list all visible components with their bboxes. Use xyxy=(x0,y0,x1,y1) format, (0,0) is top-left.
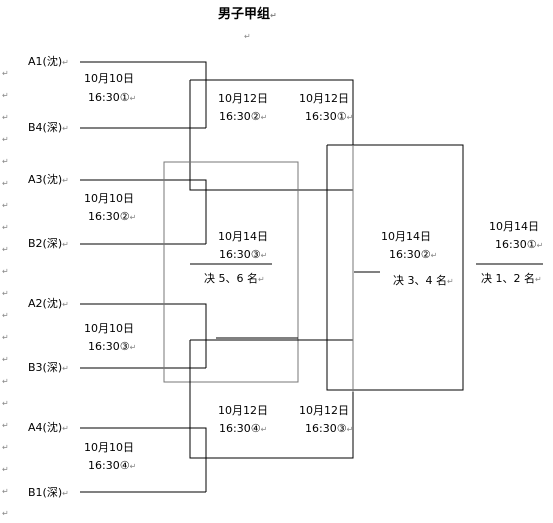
r1-m3-time: 16:30③↵ xyxy=(88,340,137,353)
r2-m2-time: 16:30①↵ xyxy=(305,110,354,123)
line-a2 xyxy=(80,303,207,368)
r1-m1-time: 16:30①↵ xyxy=(88,91,137,104)
r2-m4-date: 10月12日 xyxy=(299,404,349,417)
line-a4 xyxy=(80,427,207,492)
place56-label: 决 5、6 名↵ xyxy=(204,272,265,285)
team-a4: A4(沈)↵ xyxy=(28,421,69,434)
r1-m1-date: 10月10日 xyxy=(84,72,134,85)
team-a3: A3(沈)↵ xyxy=(28,173,69,186)
place34-label: 决 3、4 名↵ xyxy=(393,274,454,287)
final-time: 16:30①↵ xyxy=(495,238,544,251)
r2-bot-winners xyxy=(189,339,354,459)
team-b1: B1(深)↵ xyxy=(28,486,69,499)
team-a1: A1(沈)↵ xyxy=(28,55,69,68)
r2-m4-time: 16:30③↵ xyxy=(305,422,354,435)
page-title: 男子甲组↵ xyxy=(218,7,277,22)
final-date: 10月14日 xyxy=(489,220,539,233)
team-b3: B3(深)↵ xyxy=(28,361,69,374)
team-b2: B2(深)↵ xyxy=(28,237,69,250)
place56-date: 10月14日 xyxy=(218,230,268,243)
r2-top-losers xyxy=(163,161,299,383)
r2-m1-date: 10月12日 xyxy=(218,92,268,105)
r1-m4-date: 10月10日 xyxy=(84,441,134,454)
final-label: 决 1、2 名↵ xyxy=(481,272,542,285)
r1-m2-time: 16:30②↵ xyxy=(88,210,137,223)
r2-m3-date: 10月12日 xyxy=(218,404,268,417)
return-mark: ↵ xyxy=(244,32,251,41)
team-b4: B4(深)↵ xyxy=(28,121,69,134)
r1-m3-date: 10月10日 xyxy=(84,322,134,335)
line-a1 xyxy=(80,61,207,128)
final-box xyxy=(326,144,464,391)
r1-m4-time: 16:30④↵ xyxy=(88,459,137,472)
line-a3 xyxy=(80,179,207,244)
team-a2: A2(沈)↵ xyxy=(28,297,69,310)
r2-m3-time: 16:30④↵ xyxy=(219,422,268,435)
place56-time: 16:30③↵ xyxy=(219,248,268,261)
r2-m1-time: 16:30②↵ xyxy=(219,110,268,123)
r1-m2-date: 10月10日 xyxy=(84,192,134,205)
place34-date: 10月14日 xyxy=(381,230,431,243)
place34-time: 16:30②↵ xyxy=(389,248,438,261)
r2-m2-date: 10月12日 xyxy=(299,92,349,105)
